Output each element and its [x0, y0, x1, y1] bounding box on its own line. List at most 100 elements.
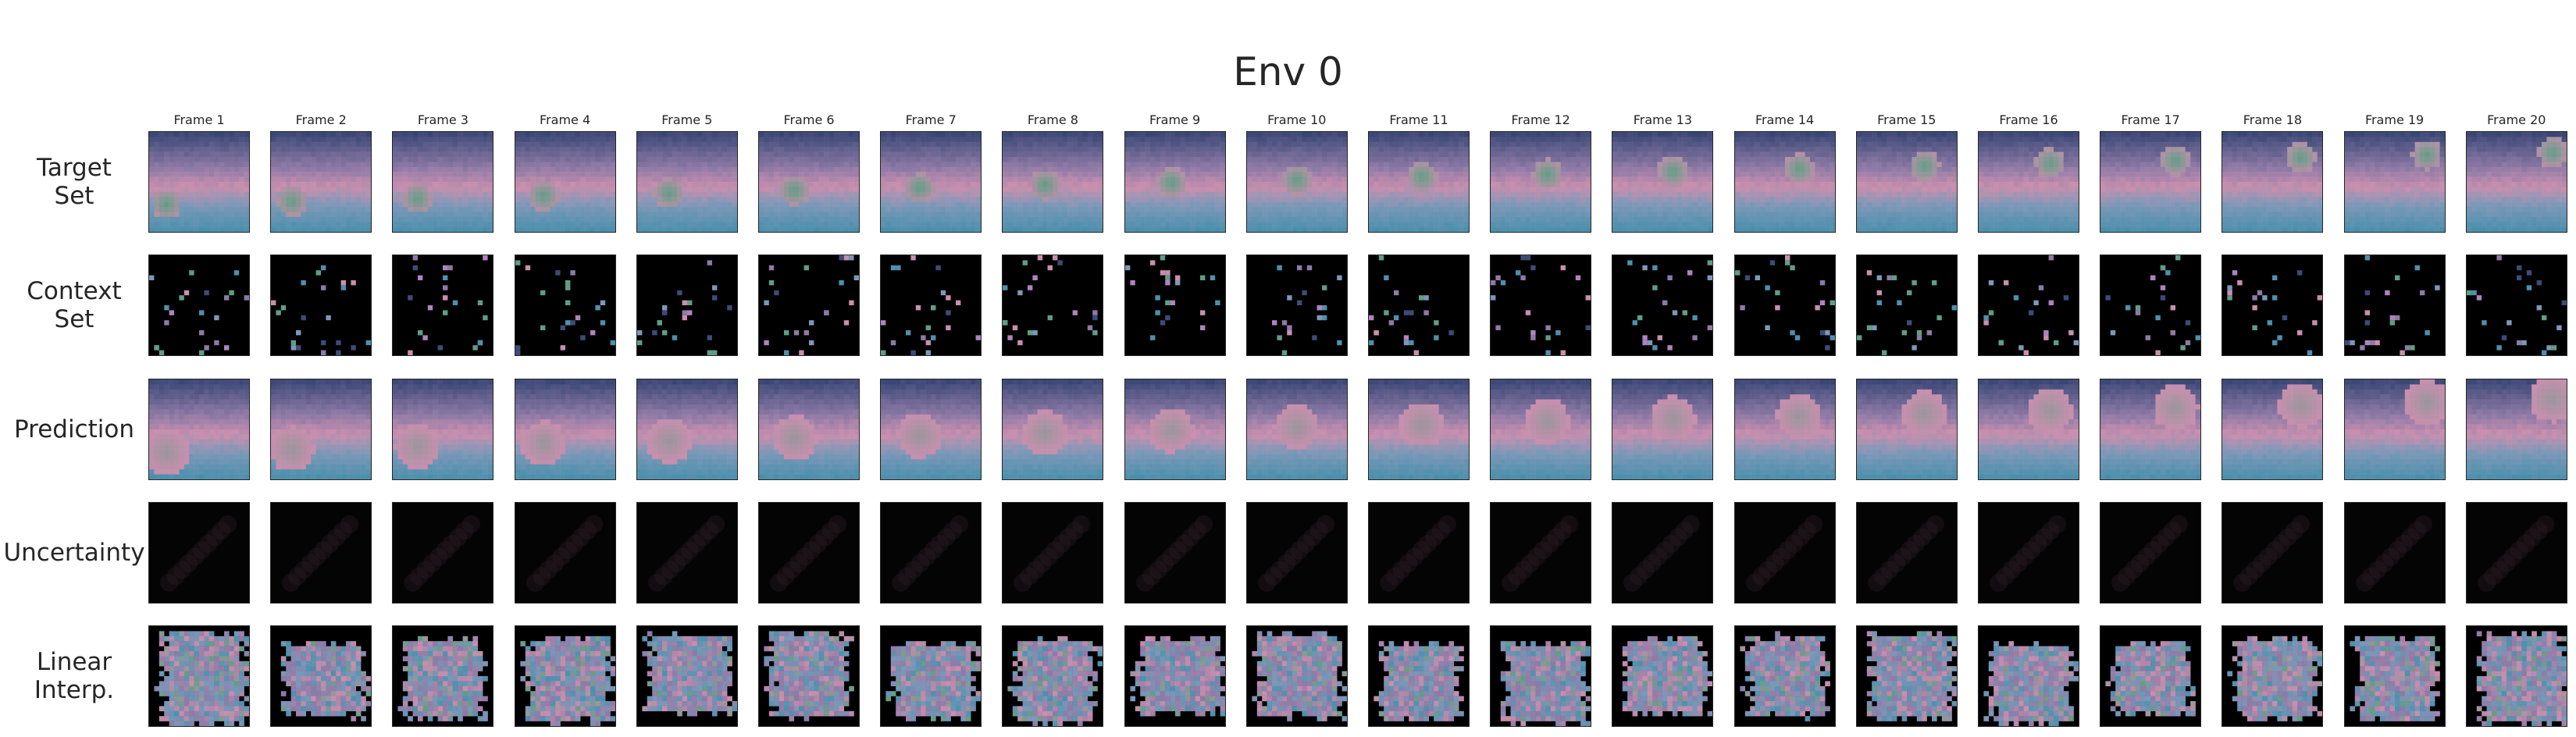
interp-image — [393, 626, 493, 726]
target-image — [1856, 132, 1957, 232]
prediction-panel — [2465, 379, 2567, 480]
uncertainty-image — [393, 503, 493, 603]
frame-label: Frame 6 — [754, 112, 864, 128]
frame-label: Frame 17 — [2096, 112, 2205, 128]
context-panel — [1368, 255, 1470, 356]
frame-label: Frame 15 — [1852, 112, 1961, 128]
prediction-panel — [2343, 379, 2446, 480]
interp-panel — [392, 625, 494, 727]
target-panel — [1612, 131, 1714, 233]
uncertainty-image — [1003, 503, 1103, 603]
target-panel — [2465, 131, 2567, 233]
target-image — [1246, 132, 1347, 232]
prediction-image — [1612, 379, 1713, 479]
context-image — [636, 255, 737, 355]
interp-image — [1124, 626, 1225, 726]
target-image — [1612, 132, 1713, 232]
context-image — [881, 255, 982, 355]
uncertainty-image — [2222, 503, 2323, 603]
target-image — [2100, 132, 2201, 232]
target-image — [636, 132, 737, 232]
prediction-image — [2222, 379, 2323, 479]
prediction-image — [1491, 379, 1591, 479]
target-panel — [1124, 131, 1226, 233]
context-image — [1003, 255, 1103, 355]
interp-panel — [880, 625, 982, 727]
context-panel — [270, 255, 372, 356]
target-panel — [1855, 131, 1958, 233]
interp-panel — [1124, 625, 1226, 727]
target-panel — [1490, 131, 1592, 233]
prediction-image — [636, 379, 737, 479]
uncertainty-panel — [1855, 502, 1958, 603]
interp-image — [2100, 626, 2201, 726]
interp-panel — [1368, 625, 1470, 727]
uncertainty-panel — [1245, 502, 1348, 603]
prediction-image — [759, 379, 859, 479]
target-panel — [2343, 131, 2446, 233]
prediction-image — [1246, 379, 1347, 479]
uncertainty-image — [1124, 503, 1225, 603]
context-image — [1491, 255, 1591, 355]
interp-image — [1003, 626, 1103, 726]
target-image — [149, 132, 249, 232]
target-image — [2466, 132, 2567, 232]
uncertainty-panel — [2100, 502, 2202, 603]
frame-label: Frame 9 — [1121, 112, 1230, 128]
context-image — [1734, 255, 1835, 355]
uncertainty-panel — [2221, 502, 2324, 603]
interp-panel — [1490, 625, 1592, 727]
prediction-image — [1979, 379, 2079, 479]
uncertainty-image — [636, 503, 737, 603]
uncertainty-panel — [1733, 502, 1836, 603]
context-panel — [1855, 255, 1958, 356]
prediction-panel — [2100, 379, 2202, 480]
context-image — [271, 255, 372, 355]
prediction-panel — [1002, 379, 1104, 480]
context-image — [1246, 255, 1347, 355]
interp-panel — [2465, 625, 2567, 727]
context-image — [149, 255, 249, 355]
target-panel — [1368, 131, 1470, 233]
target-panel — [514, 131, 616, 233]
context-panel — [1490, 255, 1592, 356]
target-image — [1979, 132, 2079, 232]
frame-label: Frame 1 — [144, 112, 254, 128]
prediction-image — [2466, 379, 2567, 479]
target-image — [515, 132, 615, 232]
uncertainty-image — [1612, 503, 1713, 603]
uncertainty-panel — [514, 502, 616, 603]
frame-label: Frame 5 — [632, 112, 742, 128]
interp-panel — [148, 625, 250, 727]
target-panel — [758, 131, 860, 233]
prediction-panel — [1490, 379, 1592, 480]
context-image — [515, 255, 615, 355]
context-image — [2344, 255, 2445, 355]
prediction-panel — [880, 379, 982, 480]
interp-image — [1612, 626, 1713, 726]
context-image — [1369, 255, 1469, 355]
target-panel — [880, 131, 982, 233]
frame-label: Frame 7 — [876, 112, 985, 128]
interp-panel — [1855, 625, 1958, 727]
target-panel — [148, 131, 250, 233]
context-panel — [1733, 255, 1836, 356]
row-label-prediction: Prediction — [0, 415, 148, 443]
uncertainty-panel — [1124, 502, 1226, 603]
prediction-panel — [270, 379, 372, 480]
interp-image — [515, 626, 615, 726]
target-image — [1491, 132, 1591, 232]
target-panel — [392, 131, 494, 233]
figure-title: Env 0 — [0, 48, 2576, 95]
prediction-image — [1003, 379, 1103, 479]
uncertainty-image — [515, 503, 615, 603]
frame-label: Frame 10 — [1242, 112, 1352, 128]
interp-image — [636, 626, 737, 726]
interp-image — [881, 626, 982, 726]
prediction-panel — [1368, 379, 1470, 480]
target-panel — [1245, 131, 1348, 233]
context-panel — [1124, 255, 1226, 356]
interp-image — [149, 626, 249, 726]
uncertainty-image — [2344, 503, 2445, 603]
prediction-panel — [758, 379, 860, 480]
